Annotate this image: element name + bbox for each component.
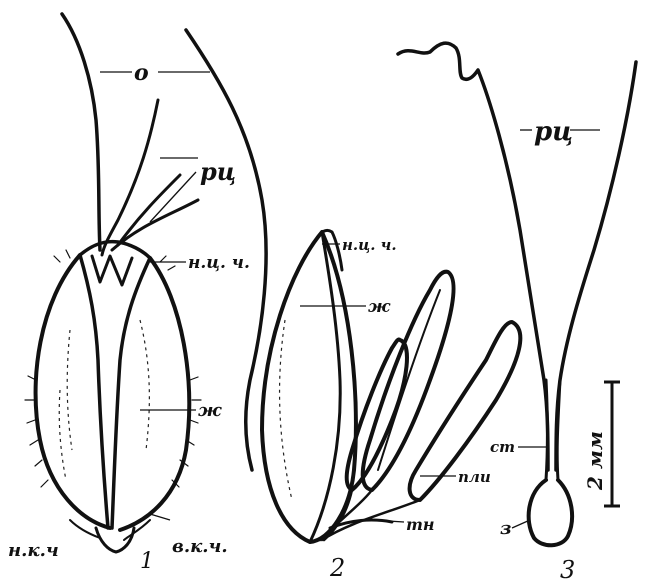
grain-shading-3	[59, 390, 66, 480]
style-fig3	[546, 380, 560, 480]
filaments	[320, 490, 420, 540]
grain-ridge-fig2	[310, 232, 340, 542]
lemma-right	[112, 258, 150, 528]
label-stamen: пли	[458, 468, 491, 486]
ovary-fig3	[529, 480, 572, 545]
label-lodicule: тн	[406, 515, 435, 534]
label-lower-glume: н.к.ч	[8, 540, 59, 561]
lemma-left	[80, 255, 108, 528]
grain-shading-fig2	[280, 320, 292, 500]
label-upper-glume: в.к.ч.	[172, 536, 228, 557]
grain-shading-2	[140, 320, 149, 450]
label-scale-bar: 2 мм	[583, 431, 607, 491]
label-awn: о	[134, 60, 149, 86]
figure-number-3: 3	[560, 556, 575, 584]
glume-right	[120, 258, 189, 530]
label-grain-fig1: ж	[198, 400, 222, 421]
label-stigma-fig1: рц	[200, 157, 236, 186]
stigma-fig1-c	[118, 175, 180, 245]
grain-shading-1	[67, 330, 72, 450]
floret-notch	[92, 256, 132, 285]
label-style: ст	[490, 438, 515, 456]
label-upper-scale-fig1: н.ц. ч.	[188, 253, 250, 273]
label-stigma-fig3: рц	[534, 117, 573, 147]
awn-fig1	[62, 14, 100, 250]
label-ovary: з	[500, 518, 512, 539]
label-grain-fig2: ж	[368, 297, 391, 317]
figure-2-floret	[186, 30, 520, 542]
grain-fig2	[262, 232, 356, 542]
label-upper-scale-fig2: н.ц. ч.	[342, 236, 397, 254]
leader-upper-glume	[150, 514, 170, 520]
hairs-fig1	[25, 250, 201, 487]
figure-number-1: 1	[140, 549, 154, 574]
base-fig1	[96, 528, 134, 552]
floret-top	[80, 242, 150, 258]
figure-1-spikelet	[25, 14, 201, 552]
figure-number-2: 2	[329, 554, 345, 582]
